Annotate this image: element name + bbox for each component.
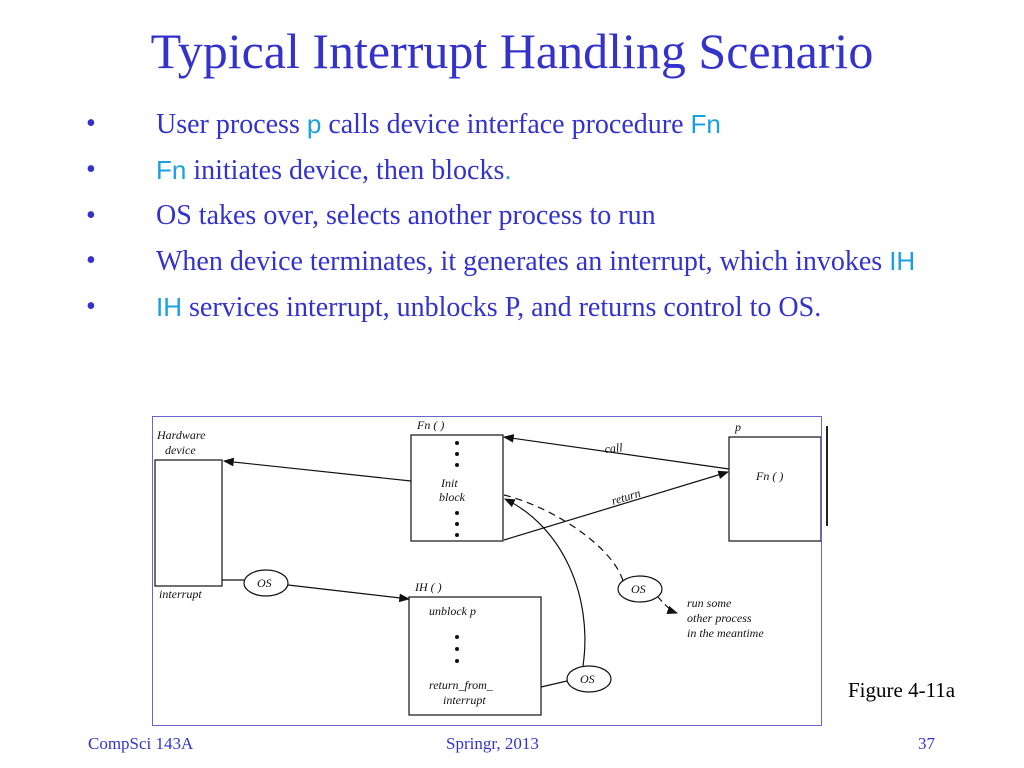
os-label: OS — [257, 576, 272, 590]
interrupt-diagram: Hardware device interrupt Fn ( ) Init bl… — [152, 416, 822, 726]
os-oval — [243, 569, 289, 597]
os-to-ih-arrow — [287, 584, 411, 603]
bullet-item: • Fn initiates device, then blocks. — [86, 154, 966, 187]
fn-header: Fn ( ) — [416, 418, 444, 432]
bullet-text: services interrupt, unblocks P, and retu… — [182, 292, 822, 323]
ih-header: IH ( ) — [414, 580, 442, 594]
os-to-block-arrow — [504, 498, 586, 667]
bullet-dot: • — [86, 108, 96, 139]
slide-title: Typical Interrupt Handling Scenario — [150, 23, 874, 79]
code-term: IH — [889, 246, 916, 276]
ellipsis-dot — [455, 659, 459, 663]
ellipsis-dot — [455, 522, 459, 526]
bullet-dot: • — [86, 200, 96, 231]
bullet-item: • When device terminates, it generates a… — [86, 245, 966, 278]
hardware-device-box — [154, 459, 223, 587]
ellipsis-dot — [455, 441, 459, 445]
footer-course: CompSci 143A — [88, 734, 194, 753]
os-label: OS — [631, 582, 646, 596]
call-arrow — [502, 434, 730, 470]
hardware-label: Hardware — [156, 428, 206, 442]
ellipsis-dot — [455, 647, 459, 651]
return-from-label: interrupt — [443, 693, 486, 707]
side-divider — [826, 426, 828, 526]
unblock-label: unblock p — [429, 604, 476, 618]
hardware-label: device — [165, 443, 196, 457]
bullet-text: User process — [156, 109, 307, 140]
code-term: Fn — [690, 109, 721, 139]
call-label: call — [604, 440, 624, 456]
init-to-device-arrow — [222, 457, 412, 482]
run-some-label: in the meantime — [687, 626, 764, 640]
return-from-label: return_from_ — [429, 678, 494, 692]
init-label: Init — [440, 476, 458, 490]
ih-to-os-line — [540, 680, 568, 688]
code-term: IH — [156, 292, 182, 322]
ellipsis-dot — [455, 635, 459, 639]
p-fn-label: Fn ( ) — [755, 469, 783, 483]
code-term: . — [504, 155, 512, 185]
os-label: OS — [580, 672, 595, 686]
bullet-list: • User process p calls device interface … — [86, 108, 966, 337]
return-label: return — [610, 486, 642, 508]
bullet-text: calls device interface procedure — [321, 109, 691, 140]
init-label: block — [439, 490, 466, 504]
code-term: Fn — [156, 155, 187, 185]
process-p-box — [728, 436, 821, 542]
ih-box — [408, 596, 542, 716]
bullet-dot: • — [86, 291, 96, 322]
os-to-run-dashed — [657, 596, 679, 615]
bullet-item: • IH services interrupt, unblocks P, and… — [86, 291, 966, 324]
run-some-label: run some — [687, 596, 732, 610]
diagram-canvas: Hardware device interrupt Fn ( ) Init bl… — [154, 418, 821, 716]
interrupt-label: interrupt — [159, 587, 202, 601]
ellipsis-dot — [455, 463, 459, 467]
fn-box — [410, 434, 504, 542]
code-term: p — [306, 109, 322, 139]
ellipsis-dot — [455, 533, 459, 537]
figure-caption: Figure 4-11a — [848, 678, 956, 702]
bullet-dot: • — [86, 154, 96, 185]
footer-page-number: 37 — [918, 734, 935, 753]
block-to-os-dashed — [503, 494, 624, 582]
ellipsis-dot — [455, 452, 459, 456]
bullet-dot: • — [86, 245, 96, 276]
run-some-label: other process — [687, 611, 752, 625]
process-p-label: p — [734, 420, 741, 434]
bullet-text: initiates device, then blocks — [186, 155, 505, 186]
ellipsis-dot — [455, 511, 459, 515]
footer-term: Springr, 2013 — [446, 734, 539, 753]
bullet-item: • OS takes over, selects another process… — [86, 200, 966, 232]
return-arrow — [503, 470, 730, 541]
os-oval — [617, 575, 663, 603]
bullet-text: OS takes over, selects another process t… — [156, 200, 656, 231]
os-oval — [566, 665, 612, 693]
bullet-text: When device terminates, it generates an … — [156, 246, 890, 277]
bullet-item: • User process p calls device interface … — [86, 108, 966, 141]
